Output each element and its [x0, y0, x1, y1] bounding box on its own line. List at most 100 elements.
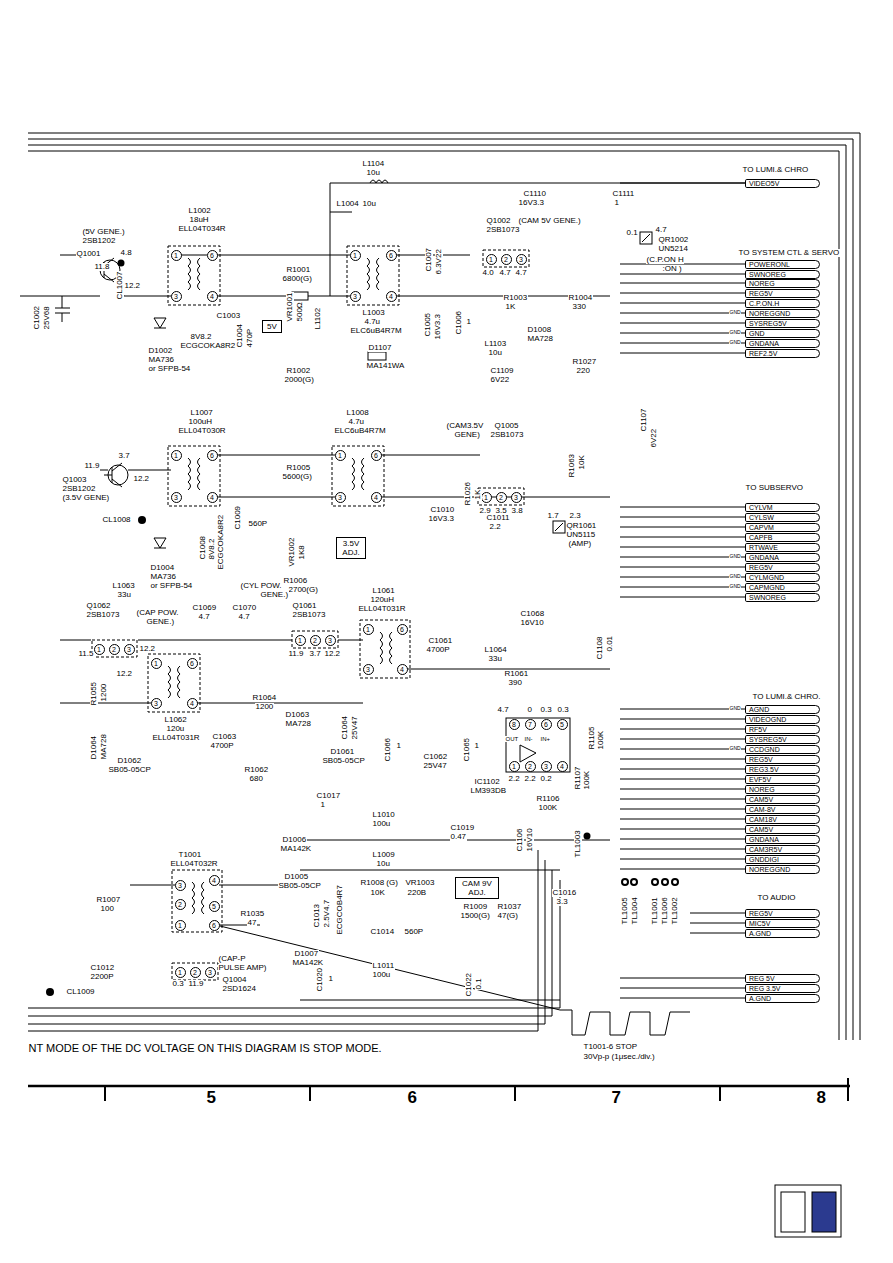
transformer-symbol: [148, 654, 200, 712]
schematic-label: ECGCOKA8R2: [217, 514, 225, 570]
schematic-label: 2.5V4.7: [323, 899, 331, 928]
schematic-label: 8: [816, 1089, 826, 1106]
schematic-label: :ON ): [662, 265, 682, 273]
schematic-label: ECGCOKA8R2: [180, 342, 236, 350]
schematic-label: 0.1: [626, 229, 638, 237]
schematic-label: L1102: [314, 307, 322, 330]
schematic-label: R1037: [497, 903, 522, 911]
schematic-label: 33u: [117, 591, 131, 599]
node-text: NOREGGND: [749, 310, 790, 317]
component-symbol: [154, 538, 166, 548]
node-text: NOREGGND: [749, 866, 790, 873]
schematic-label: 100u: [372, 820, 391, 828]
schematic-label: L1104: [362, 160, 385, 168]
node-text: REG5V: [749, 290, 773, 297]
tag-wire: [620, 274, 745, 275]
connector-tag: AGND: [745, 705, 820, 714]
schematic-label: (CAP POW.: [136, 609, 179, 617]
pin-number: 1: [94, 644, 105, 655]
component-symbol: [154, 318, 166, 328]
tag-wire: [620, 527, 745, 528]
transformer-symbol: [377, 258, 380, 290]
pin-number: 3: [171, 291, 182, 302]
connector-tag: CCDGND: [745, 745, 820, 754]
tag-wire: [690, 933, 745, 934]
node-text: C.P.ON.H: [749, 300, 779, 307]
connector-tag: CAM5V: [745, 825, 820, 834]
schematic-label: IN-: [524, 736, 533, 742]
pin-number: 2: [190, 967, 201, 978]
node-text: VIDEOGND: [749, 716, 786, 723]
transformer-symbol: [188, 258, 191, 290]
schematic-label: C1019: [450, 824, 475, 832]
circuit-wire: [220, 926, 560, 1010]
connector-tag: REG5V: [745, 289, 820, 298]
schematic-label: TO SYSTEM CTL & SERVO: [738, 249, 840, 257]
connector-tag: REG5V: [745, 563, 820, 572]
schematic-label: SB05-05CP: [108, 766, 151, 774]
schematic-label: 3.3: [556, 898, 568, 906]
schematic-label: D1005: [284, 873, 309, 881]
node-text: 6: [374, 452, 378, 459]
schematic-label: 0.1: [475, 978, 483, 990]
schematic-label: C1109: [490, 367, 514, 375]
pin-number: 1: [171, 250, 182, 261]
pin-number: 3: [350, 291, 361, 302]
pin-number: 6: [207, 250, 218, 261]
schematic-label: 6.3V22: [435, 249, 443, 275]
schematic-label: C1013: [313, 903, 321, 928]
tag-wire: [620, 749, 745, 750]
tag-wire: [620, 988, 745, 989]
connector-tag: CAPMGND: [745, 583, 820, 592]
node-text: 8: [512, 721, 516, 728]
schematic-label: D1062: [117, 757, 142, 765]
connector-tag: REF2.5V: [745, 349, 820, 358]
schematic-label: (CAP-P: [218, 955, 246, 963]
schematic-label: 120u: [166, 725, 185, 733]
schematic-label: IC1102: [474, 778, 500, 786]
schematic-label: 6800(G): [282, 275, 312, 283]
tag-wire: [620, 779, 745, 780]
pin-number: 6: [371, 450, 382, 461]
tag-wire: [620, 819, 745, 820]
node-text: CYLSW: [749, 514, 774, 521]
component-symbol: [92, 640, 137, 657]
tag-wire: [620, 577, 745, 578]
connector-tag: NOREGGND: [745, 865, 820, 874]
tag-wire: [620, 343, 745, 344]
transformer-symbol: [178, 666, 181, 698]
pin-number: 6: [386, 250, 397, 261]
tag-wire: [620, 303, 745, 304]
connector-tag: RF5V: [745, 725, 820, 734]
schematic-label: 25V47: [423, 762, 447, 770]
transformer-symbol: [362, 458, 365, 490]
schematic-label: GND: [729, 554, 741, 559]
frame-line: [28, 133, 860, 1040]
node-text: 5: [560, 721, 564, 728]
ruler: [28, 1085, 850, 1088]
node-text: 1: [154, 660, 158, 667]
transformer-symbol: [360, 620, 410, 678]
component-symbol: [368, 352, 386, 360]
tag-wire: [620, 313, 745, 314]
schematic-label: C1108: [596, 636, 604, 660]
schematic-label: 2.2: [489, 523, 501, 531]
schematic-label: (AMP): [568, 540, 592, 548]
node-text: 2: [504, 256, 508, 263]
pin-number: 4: [209, 875, 220, 886]
pin-number: 3: [516, 254, 527, 265]
schematic-label: C1065: [463, 737, 471, 762]
tag-wire: [620, 333, 745, 334]
schematic-label: 0.3: [557, 706, 569, 714]
node-text: 2: [178, 901, 182, 908]
pin-number: 1: [363, 624, 374, 635]
schematic-label: 11.9: [188, 980, 204, 988]
schematic-label: Q1002: [486, 217, 511, 225]
node-text: 3: [154, 700, 158, 707]
node-text: 3: [208, 969, 212, 976]
node-text: 6: [212, 922, 216, 929]
schematic-label: R1106: [536, 795, 560, 803]
schematic-label: 1K8: [298, 545, 306, 560]
schematic-label: TL1005: [621, 897, 629, 925]
node-text: MIC5V: [749, 920, 770, 927]
